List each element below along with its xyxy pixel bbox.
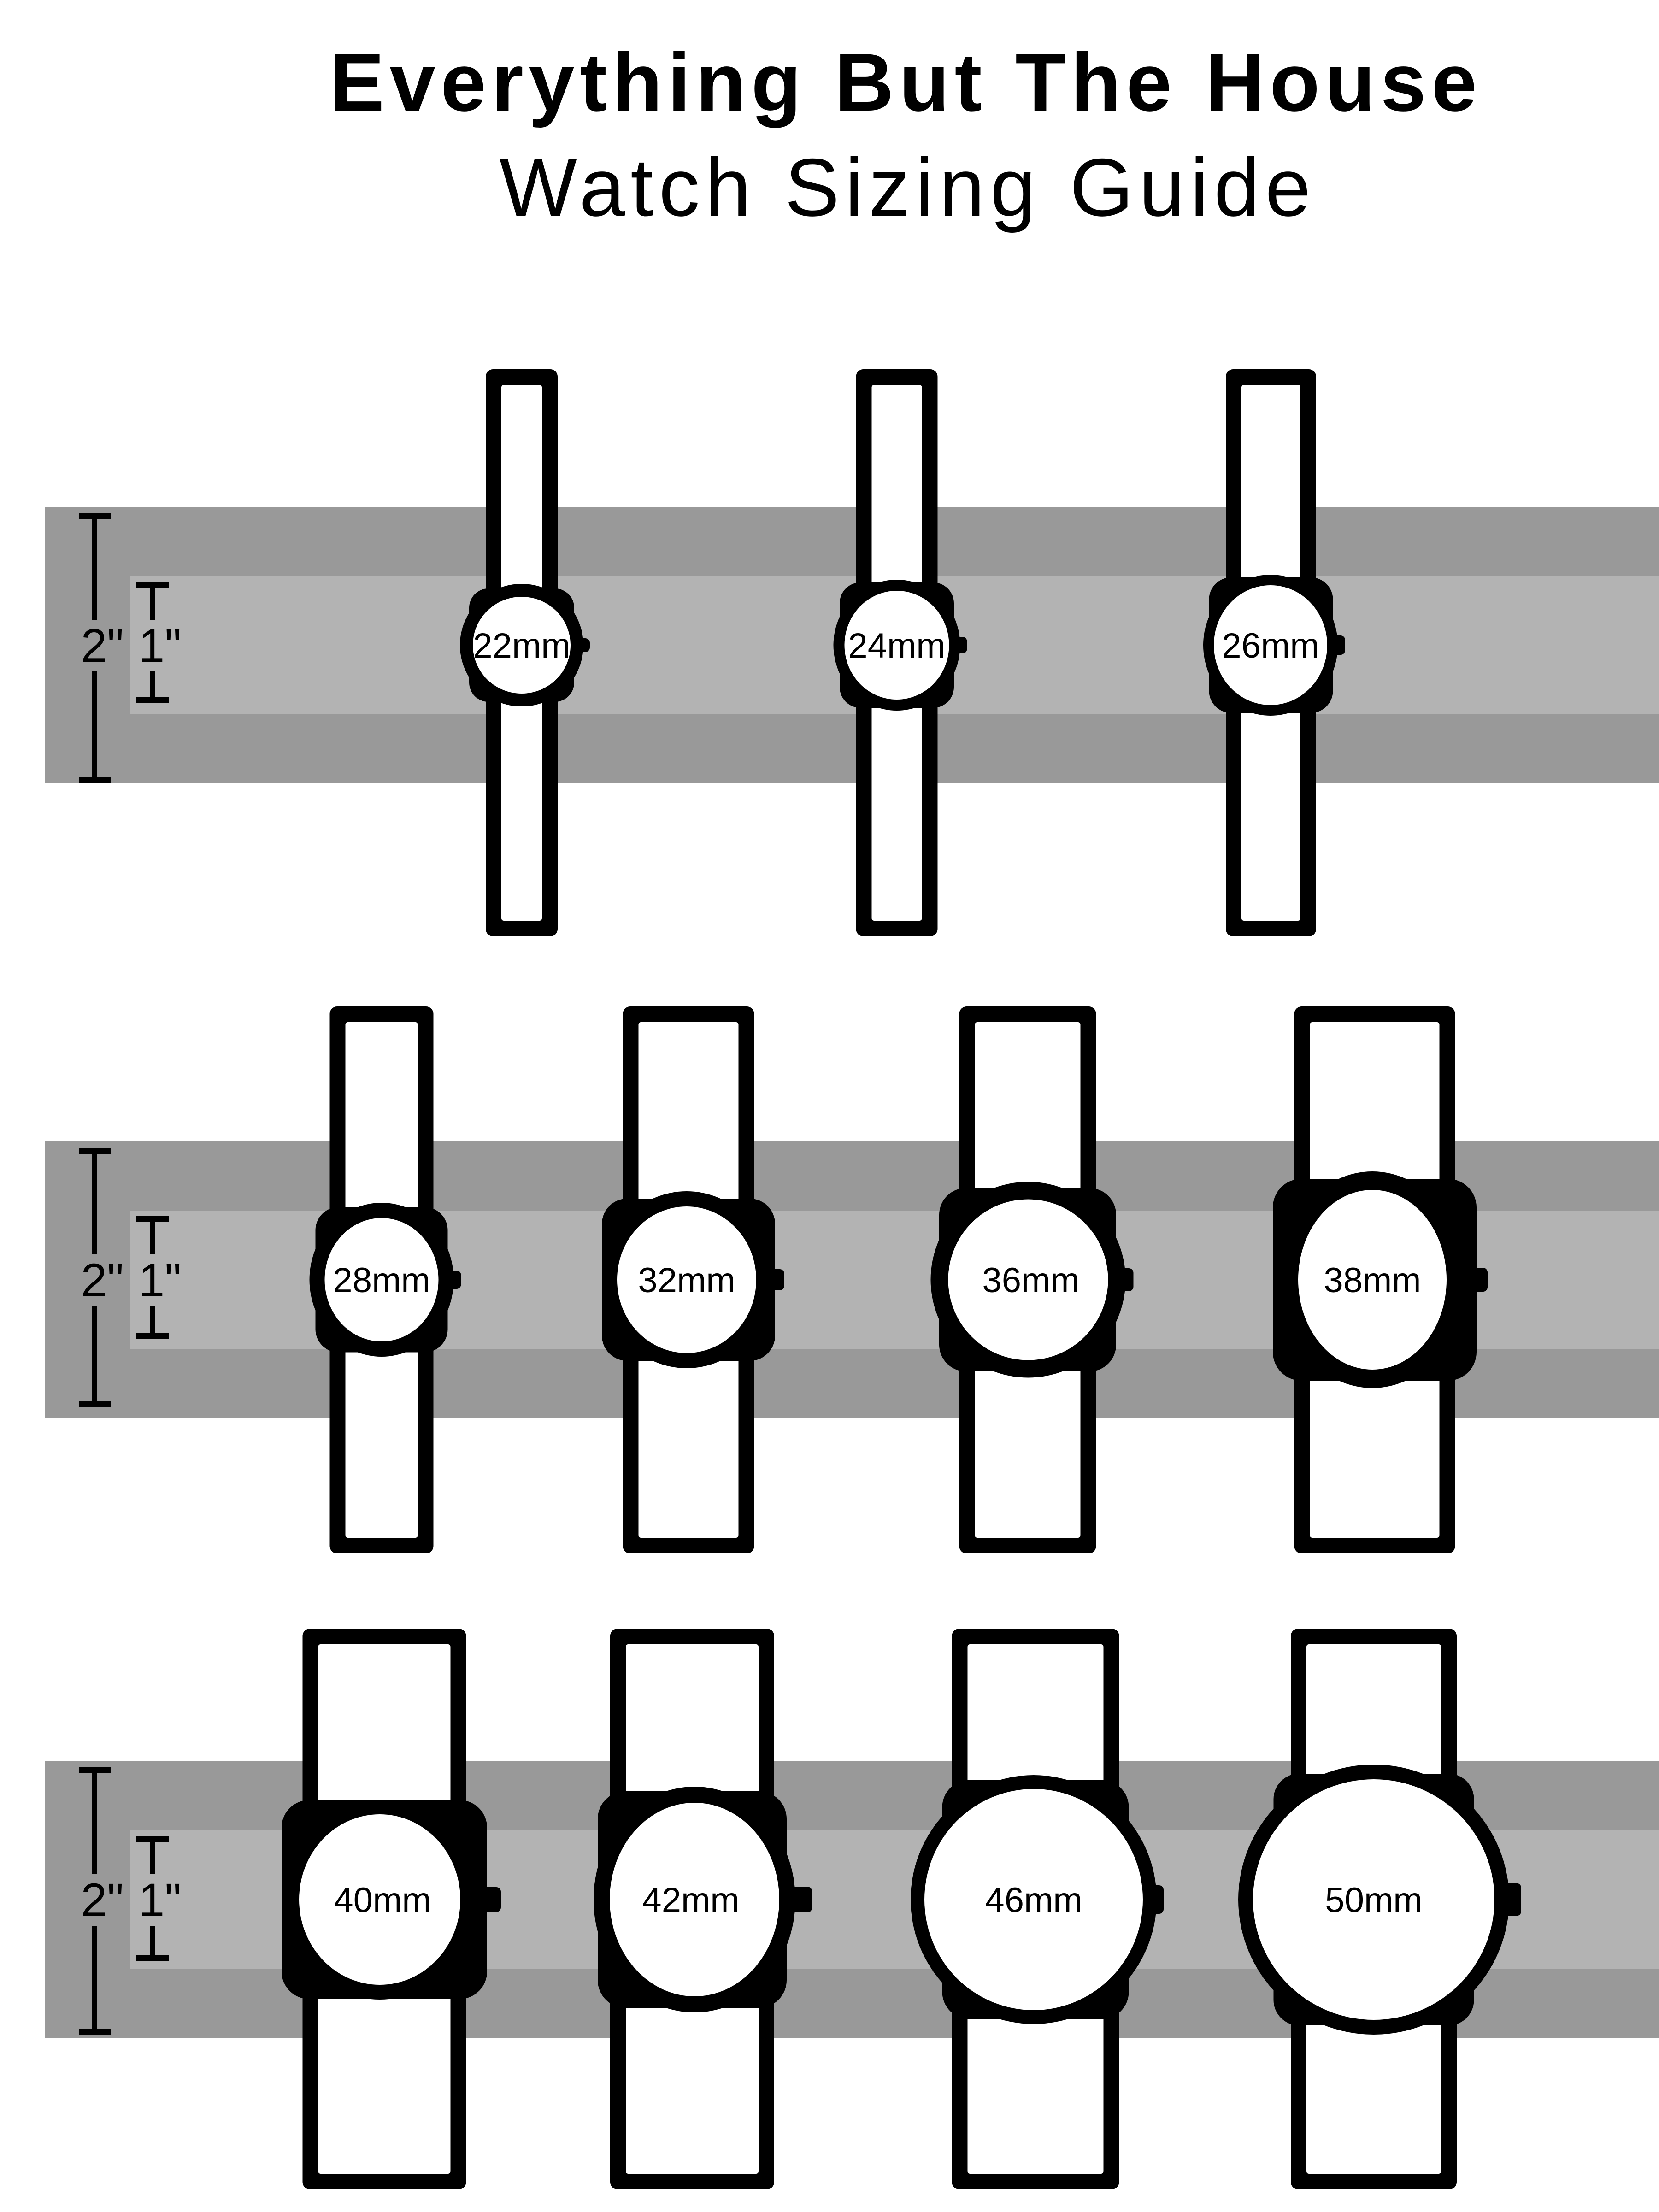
watch-size-label: 42mm — [642, 1881, 739, 1920]
watch-face — [610, 1803, 779, 1996]
one-inch-ruler: 1" — [136, 582, 181, 703]
watch-crown — [469, 1887, 501, 1912]
two-inch-label: 2" — [81, 619, 124, 672]
ruler-top-cap — [79, 1148, 111, 1154]
watch-22mm: 22mm — [460, 369, 590, 936]
watch-face — [473, 597, 571, 694]
ruler-top-cap — [79, 1767, 111, 1773]
ruler-line-upper — [150, 1842, 155, 1874]
two-inch-ruler: 2" — [79, 1767, 124, 2035]
ruler-line-upper — [150, 588, 155, 620]
watch-36mm: 36mm — [930, 1006, 1134, 1553]
one-inch-label: 1" — [139, 1254, 182, 1306]
watch-50mm: 50mm — [1238, 1629, 1521, 2189]
size-row-3: 2" 1" 40mm 42mm 46mm 50mm — [45, 1629, 1659, 2189]
two-inch-label: 2" — [81, 1254, 124, 1306]
size-row-1: 2" 1" 22mm 24mm 26mm — [45, 369, 1659, 936]
ruler-top-cap — [136, 582, 169, 588]
ruler-bottom-cap — [136, 1955, 169, 1961]
one-inch-ruler: 1" — [136, 1216, 181, 1339]
watch-46mm: 46mm — [911, 1629, 1164, 2189]
watch-face — [924, 1789, 1143, 2010]
watch-face — [299, 1814, 460, 1985]
watch-face — [1214, 585, 1327, 705]
ruler-line-upper — [92, 518, 97, 620]
ruler-line-upper — [150, 1222, 155, 1254]
one-inch-ruler: 1" — [136, 1836, 181, 1961]
watch-26mm: 26mm — [1203, 369, 1345, 936]
ruler-bottom-cap — [79, 777, 111, 783]
watch-crown — [1458, 1268, 1488, 1292]
watch-32mm: 32mm — [602, 1006, 784, 1553]
two-inch-ruler: 2" — [79, 513, 124, 783]
watch-size-label: 28mm — [333, 1261, 430, 1300]
ruler-line-lower — [150, 1926, 155, 1955]
watch-size-label: 36mm — [982, 1261, 1079, 1300]
watch-38mm: 38mm — [1273, 1006, 1488, 1553]
ruler-line-lower — [92, 1926, 97, 2030]
ruler-line-lower — [92, 1306, 97, 1401]
watch-face — [617, 1206, 756, 1353]
ruler-bottom-cap — [136, 697, 169, 703]
ruler-top-cap — [136, 1216, 169, 1222]
ruler-top-cap — [136, 1836, 169, 1842]
ruler-line-upper — [92, 1772, 97, 1874]
watch-42mm: 42mm — [594, 1629, 812, 2189]
ruler-bottom-cap — [79, 1401, 111, 1407]
ruler-line-upper — [92, 1154, 97, 1254]
watch-28mm: 28mm — [309, 1006, 461, 1553]
ruler-bottom-cap — [79, 2029, 111, 2035]
size-row-2: 2" 1" 28mm 32mm 36mm 38mm — [45, 1006, 1659, 1553]
ruler-line-lower — [150, 1306, 155, 1334]
ruler-line-lower — [92, 671, 97, 777]
watch-face — [948, 1199, 1108, 1360]
ruler-top-cap — [79, 513, 111, 519]
watch-size-label: 24mm — [848, 626, 945, 665]
ruler-bottom-cap — [136, 1333, 169, 1339]
guide-title-line1: Everything But The House — [329, 36, 1482, 128]
watch-face — [324, 1218, 439, 1341]
watch-40mm: 40mm — [282, 1629, 501, 2189]
watch-size-label: 38mm — [1324, 1261, 1421, 1300]
watch-size-label: 40mm — [334, 1881, 431, 1920]
one-inch-label: 1" — [139, 1874, 182, 1926]
two-inch-ruler: 2" — [79, 1148, 124, 1407]
two-inch-label: 2" — [81, 1874, 124, 1926]
watch-24mm: 24mm — [833, 369, 967, 936]
watch-size-label: 32mm — [638, 1261, 735, 1300]
watch-face — [844, 591, 949, 700]
ruler-line-lower — [150, 671, 155, 698]
watch-size-label: 46mm — [985, 1881, 1082, 1920]
one-inch-label: 1" — [139, 619, 182, 672]
size-rows: 2" 1" 22mm 24mm 26mm 2" 1" 28mm 32mm 36mm 38mm 2" 1"… — [45, 369, 1659, 2189]
watch-size-label: 22mm — [473, 626, 570, 665]
watch-size-label: 50mm — [1325, 1881, 1422, 1920]
watch-face — [1253, 1779, 1494, 2020]
watch-face — [1298, 1190, 1447, 1370]
watch-size-label: 26mm — [1222, 626, 1319, 665]
guide-title-line2: Watch Sizing Guide — [500, 141, 1317, 233]
